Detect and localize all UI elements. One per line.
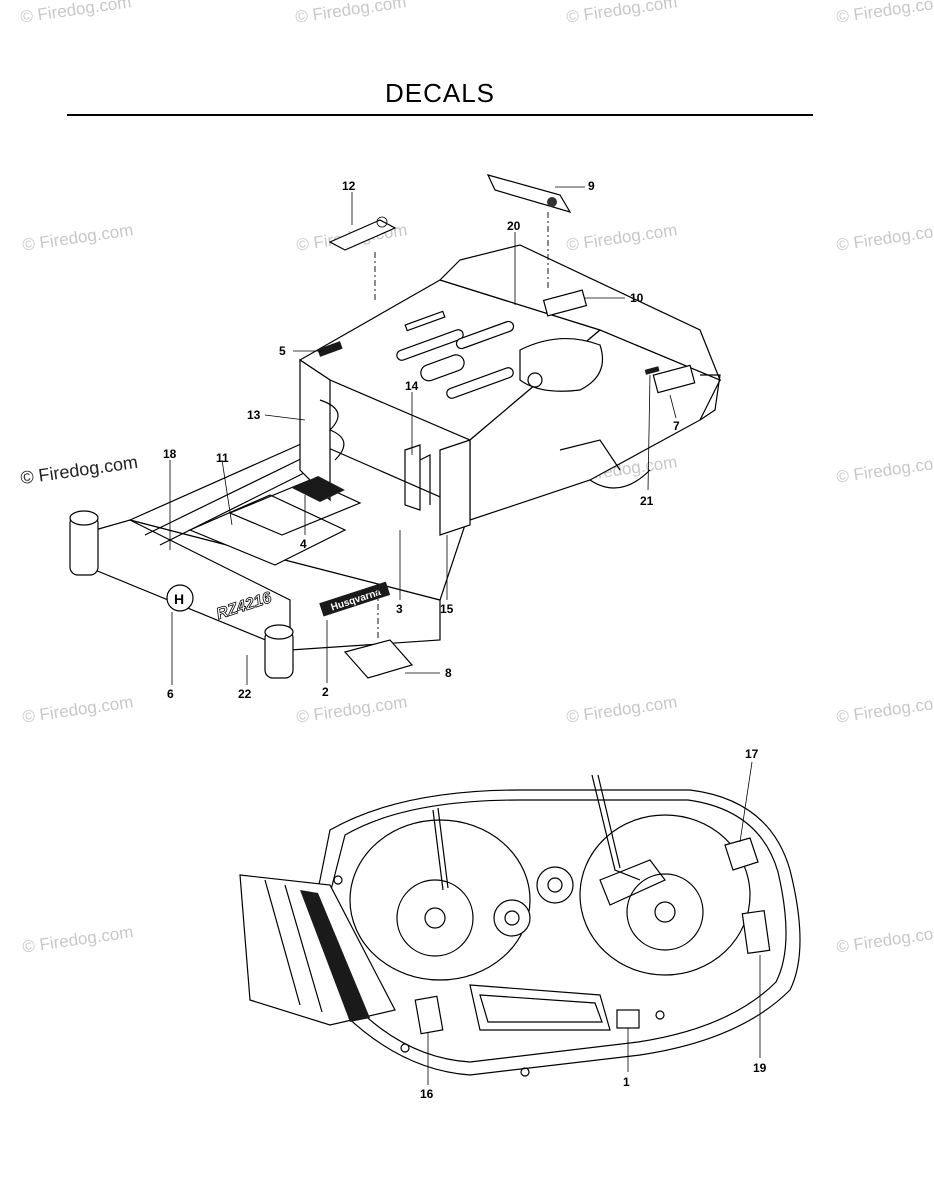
callout-13: 13 <box>247 408 261 422</box>
decal-21-shape <box>644 366 660 375</box>
left-control-panel <box>299 358 331 502</box>
caster-top-right <box>264 624 294 640</box>
decal-9-icon <box>547 197 557 207</box>
floor-pad-inner <box>228 479 362 536</box>
decal-12-shape <box>328 219 397 251</box>
bolt <box>400 1043 410 1053</box>
seat-slot <box>455 320 515 350</box>
callout-4: 4 <box>300 537 307 551</box>
callout-10: 10 <box>630 291 644 305</box>
callouts-bottom: 17 19 1 16 <box>420 747 767 1101</box>
decal-12-dial <box>376 216 388 228</box>
left-rail <box>144 451 331 546</box>
seat-slot <box>446 367 514 399</box>
callout-3: 3 <box>396 602 403 616</box>
decal-4-shape <box>292 476 345 502</box>
mower-deck-drawing <box>239 774 801 1077</box>
callout-12: 12 <box>342 179 356 193</box>
callout-8: 8 <box>445 666 452 680</box>
decal-16-shape <box>414 995 444 1035</box>
spindle-pulley-right <box>626 873 704 951</box>
bolt <box>655 1010 665 1020</box>
chute-ribs <box>300 890 370 1022</box>
center-pulley-hub <box>547 877 563 893</box>
callout-11: 11 <box>216 451 229 465</box>
callout-5: 5 <box>279 344 286 358</box>
chute-edge <box>264 879 323 1013</box>
decal-7-shape <box>652 364 696 394</box>
speed-lever-slot <box>319 399 345 461</box>
caster-top-left <box>69 510 99 526</box>
spindle-hub-right <box>654 901 676 923</box>
callout-20: 20 <box>507 219 521 233</box>
callout-9: 9 <box>588 179 595 193</box>
rear-bracket <box>699 374 721 421</box>
decal-19-shape <box>741 909 771 955</box>
decal-8-shape <box>343 639 414 679</box>
underside <box>559 439 651 489</box>
callouts-top: 12 9 20 10 5 13 14 18 11 4 7 21 3 15 6 2… <box>163 179 680 701</box>
spindle-pulley-left <box>396 879 474 957</box>
belt-guide-right <box>591 774 641 881</box>
brand-decal-plate <box>319 581 391 617</box>
decal-5-shape <box>317 341 343 357</box>
callout-15: 15 <box>440 602 454 616</box>
logo-emblem <box>166 584 194 612</box>
callout-14: 14 <box>405 379 419 393</box>
callout-7: 7 <box>673 419 680 433</box>
callout-19: 19 <box>753 1061 767 1075</box>
decal-1-shape <box>616 1009 640 1029</box>
height-lever <box>404 444 431 511</box>
page-title: DECALS <box>384 78 496 108</box>
logo-emblem-glyph: H <box>174 591 184 607</box>
fuel-cap <box>527 372 543 388</box>
decal-9-shape <box>486 174 572 214</box>
callout-17: 17 <box>745 747 759 761</box>
idler-pulley <box>493 899 531 937</box>
spindle-hub-left <box>424 907 446 929</box>
leader-lines-bottom <box>427 761 761 1085</box>
callout-1: 1 <box>623 1075 630 1089</box>
title-rule <box>67 114 813 116</box>
seat-slot <box>420 354 465 382</box>
serial-plate <box>404 310 446 332</box>
leader-lines-top <box>169 186 677 685</box>
bolt <box>520 1067 530 1077</box>
callout-22: 22 <box>238 687 252 701</box>
baffle-inner <box>479 994 603 1023</box>
tractor-frame-drawing: Husqvarna RZ4216 H <box>69 174 722 679</box>
idler-pulley-hub <box>504 910 520 926</box>
center-pulley <box>536 866 574 904</box>
decal-17-shape <box>724 837 759 871</box>
callout-2: 2 <box>322 685 329 699</box>
seat-slot <box>396 329 464 361</box>
idler-bracket <box>599 859 666 906</box>
callout-21: 21 <box>640 494 654 508</box>
bolt <box>333 875 343 885</box>
right-control-panel <box>439 439 471 536</box>
callout-16: 16 <box>420 1087 434 1101</box>
callout-6: 6 <box>167 687 174 701</box>
blade-chamber-right <box>579 814 751 976</box>
rear-deck <box>438 244 722 382</box>
decal-10-shape <box>542 289 588 317</box>
belt-guide-left <box>432 807 449 891</box>
floor-pad <box>188 494 347 566</box>
callout-18: 18 <box>163 447 177 461</box>
